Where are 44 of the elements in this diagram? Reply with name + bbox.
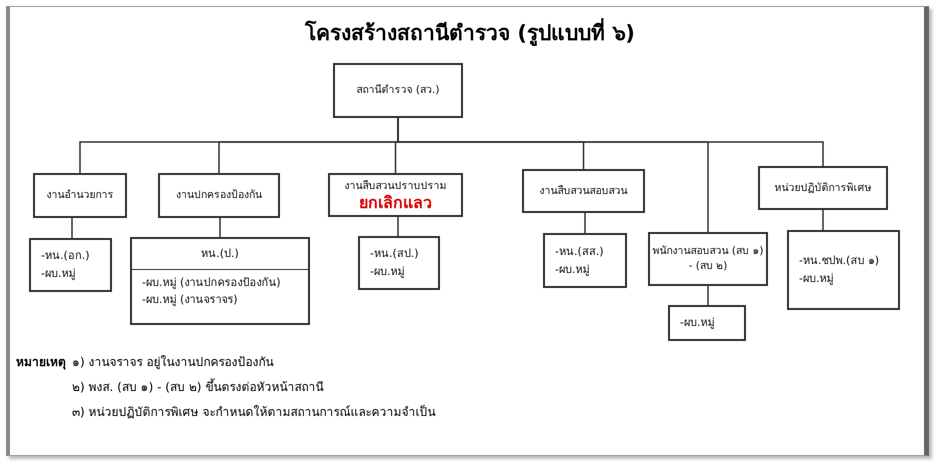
org-box <box>648 232 768 286</box>
list-item: -ผบ.หมู่ (งานปกครองป้องกัน) <box>142 274 282 291</box>
title: โครงสร้างสถานีตำรวจ (รูปแบบที่ ๖) <box>0 16 940 49</box>
list-item: -หน.(สส.) <box>555 244 604 260</box>
connector-line <box>71 218 73 238</box>
org-box <box>787 230 900 310</box>
note-heading: หมายเหตุ <box>16 354 66 371</box>
note-text: ๒) พงส. (สบ ๑) - (สบ ๒) ขึ้นตรงต่อหัวหน้าสถานี <box>72 377 324 396</box>
org-box <box>333 63 463 118</box>
box-label: งานปกครองป้องกัน <box>176 188 262 203</box>
note-text: ๑) งานจราจร อยู่ในงานปกครองป้องกัน <box>72 354 274 371</box>
org-box <box>33 173 127 218</box>
list-item: -ผบ.หมู่ <box>799 271 834 287</box>
box-label: พนักงานสอบสวน (สบ ๑) - (สบ ๒) <box>652 244 764 274</box>
list-item: -ผบ.หมู่ (งานจราจร) <box>142 292 239 308</box>
list-item: -หน.(อก.) <box>41 248 90 264</box>
org-box <box>29 238 112 292</box>
box-label: หน่วยปฏิบัติการพิเศษ <box>774 180 872 196</box>
list-item: -ผบ.หมู่ <box>680 315 714 332</box>
box-label: สถานีตำรวจ (สว.) <box>356 83 440 98</box>
org-box <box>328 173 463 217</box>
org-box <box>758 166 888 210</box>
org-box <box>358 236 440 290</box>
org-box <box>668 305 746 341</box>
list-item: -หน.(สป.) <box>370 246 419 262</box>
org-box <box>158 173 280 218</box>
box-label: งานสืบสวนปราบปราม <box>344 178 446 194</box>
connector-line <box>822 210 824 230</box>
connector-line <box>707 286 709 305</box>
box-label: งานสืบสวนสอบสวน <box>540 184 628 198</box>
list-item: -ผบ.หมู่ <box>555 262 590 278</box>
org-box <box>543 233 627 288</box>
box-label: งานอำนวยการ <box>46 188 114 203</box>
connector-line <box>397 217 399 236</box>
connector-line <box>584 213 586 233</box>
org-box <box>130 237 310 325</box>
overlay-note: ยกเลิกแลว <box>359 194 432 212</box>
org-box <box>522 169 645 213</box>
list-item: -ผบ.หมู่ <box>370 264 404 280</box>
list-item: -หน.ชปพ.(สบ ๑) <box>799 253 880 270</box>
box-heading: หน.(ป.) <box>201 246 239 262</box>
connector-line <box>219 218 221 237</box>
note-text: ๓) หน่วยปฏิบัติการพิเศษ จะกำหนดให้ตามสถานการณ์และความจำเป็น <box>72 404 436 421</box>
list-item: -ผบ.หมู่ <box>41 266 76 282</box>
